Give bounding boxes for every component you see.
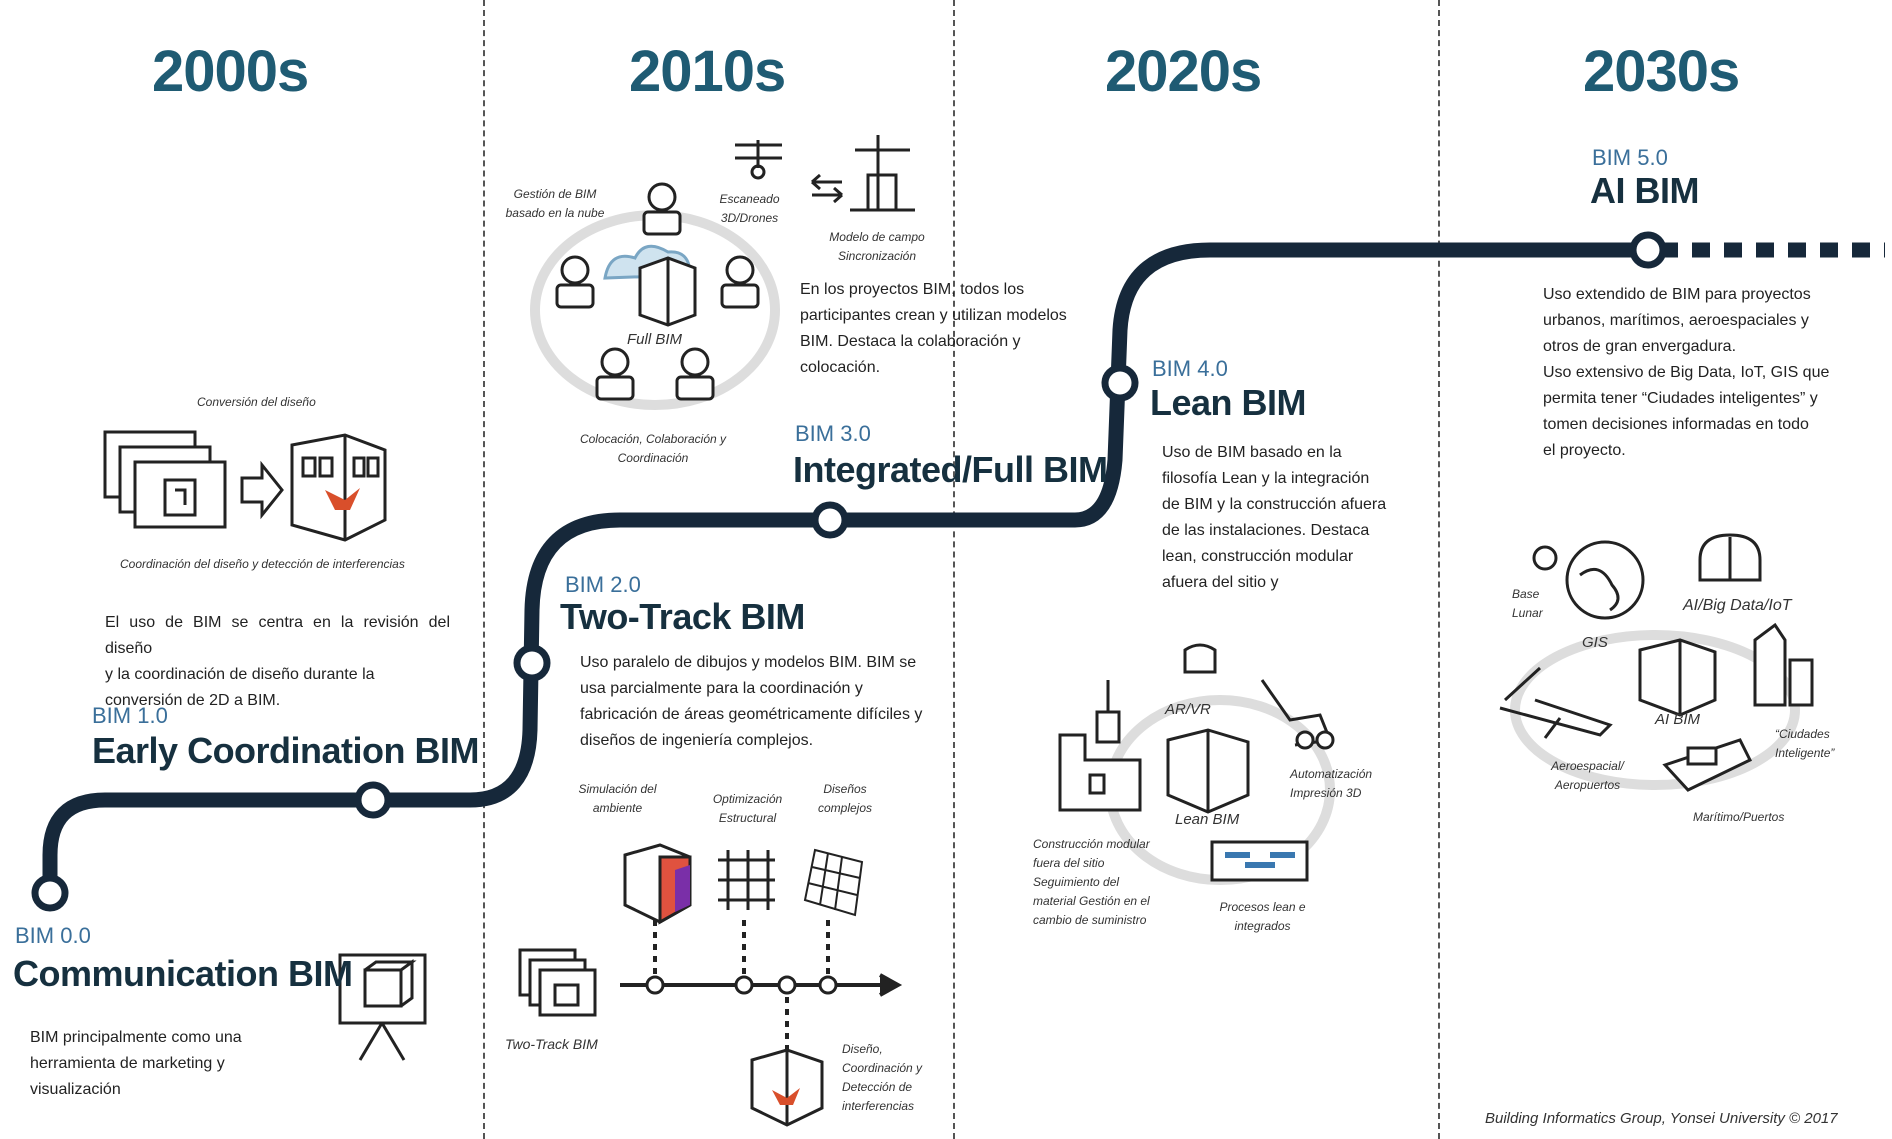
- detection-cube-icon: [750, 1048, 824, 1127]
- structure-frame-icon: [718, 850, 775, 910]
- caption-aerospace: Aeroespacial/ Aeropuertos: [1551, 759, 1624, 792]
- stage-version-4: BIM 4.0: [1152, 356, 1228, 381]
- node-bim-5: [1629, 231, 1667, 269]
- node-bim-3: [811, 501, 849, 539]
- stage-desc-3: En los proyectos BIM, todos los particip…: [800, 281, 1067, 376]
- decade-header-2000s: 2000s: [152, 39, 309, 104]
- decade-header-2030s: 2030s: [1583, 39, 1740, 104]
- stage-version-2: BIM 2.0: [565, 572, 641, 597]
- two-track-sheets-icon: [518, 948, 597, 1017]
- decade-divider-2: [953, 0, 955, 1139]
- ai-bim-cluster-icon: [1499, 533, 1814, 792]
- stage-version-0: BIM 0.0: [15, 923, 91, 948]
- decade-header-2010s: 2010s: [629, 39, 786, 104]
- stage-title-2: Two-Track BIM: [560, 596, 805, 637]
- two-track-nodes: [645, 975, 838, 995]
- caption-field-model: Modelo de campo Sincronización: [829, 230, 925, 263]
- caption-automation: Automatización Impresión 3D: [1290, 767, 1373, 800]
- caption-ai-bigdata: AI/Big Data/IoT: [1683, 597, 1792, 614]
- stage-desc-4: Uso de BIM basado en la filosofía Lean y…: [1162, 444, 1387, 591]
- stage-title-0: Communication BIM: [13, 953, 353, 994]
- caption-full-bim: Full BIM: [627, 331, 683, 348]
- caption-ai-bim: AI BIM: [1655, 711, 1701, 728]
- caption-env-simulation: Simulación del ambiente: [578, 782, 657, 815]
- stage-title-4: Lean BIM: [1150, 382, 1307, 423]
- timeline-path: [42, 242, 1648, 901]
- caption-ar-vr: AR/VR: [1165, 701, 1211, 718]
- caption-design-conversion: Conversión del diseño: [197, 395, 316, 409]
- modular-construction-icon: [1058, 680, 1142, 812]
- stage-desc-1: El uso de BIM se centra en la revisión d…: [105, 614, 450, 709]
- stage-title-1: Early Coordination BIM: [92, 730, 480, 771]
- presentation-board-icon: [338, 953, 427, 1061]
- caption-collaboration: Colocación, Colaboración y Coordinación: [579, 432, 727, 465]
- full-bim-cluster-icon: [530, 182, 780, 410]
- stage-title-3: Integrated/Full BIM: [793, 449, 1108, 490]
- stage-version-5: BIM 5.0: [1592, 145, 1668, 170]
- caption-structural-optimization: Optimización Estructural: [712, 792, 783, 825]
- stage-desc-5: Uso extendido de BIM para proyectos urba…: [1543, 286, 1830, 459]
- sync-arrows-icon: [811, 173, 843, 204]
- env-simulation-cube-icon: [623, 843, 692, 925]
- bim-cube-icon-1: [290, 433, 387, 542]
- stage-version-1: BIM 1.0: [92, 703, 168, 728]
- caption-two-track: Two-Track BIM: [505, 1036, 598, 1052]
- two-track-line-icon: [620, 920, 903, 1060]
- caption-moon-base: Base Lunar: [1512, 587, 1543, 620]
- caption-lean-bim: Lean BIM: [1175, 811, 1240, 828]
- node-bim-0: [31, 874, 69, 912]
- caption-3d-scan: Escaneado 3D/Drones: [719, 192, 780, 225]
- caption-design-detection: Diseño, Coordinación y Detección de inte…: [842, 1042, 923, 1113]
- footer-credit: Building Informatics Group, Yonsei Unive…: [1485, 1110, 1838, 1127]
- crane-building-icon: [850, 135, 915, 212]
- decade-divider-1: [483, 0, 485, 1139]
- caption-design-coordination: Coordinación del diseño y detección de i…: [120, 557, 405, 571]
- caption-gis: GIS: [1582, 634, 1608, 651]
- caption-smart-city: “Ciudades Inteligente”: [1775, 727, 1835, 760]
- caption-maritime: Marítimo/Puertos: [1693, 810, 1785, 824]
- stage-title-5: AI BIM: [1590, 170, 1700, 211]
- node-bim-2: [513, 644, 551, 682]
- timeline-nodes: [31, 231, 1667, 912]
- complex-mesh-icon: [803, 848, 864, 917]
- stage-desc-0: BIM principalmente como una herramienta …: [30, 1029, 242, 1098]
- convert-arrow-icon: [240, 460, 284, 520]
- caption-lean-process: Procesos lean e integrados: [1219, 900, 1306, 933]
- caption-modular: Construcción modular fuera del sitio Seg…: [1033, 837, 1150, 927]
- stage-version-3: BIM 3.0: [795, 421, 871, 446]
- caption-complex-designs: Diseños complejos: [817, 782, 873, 815]
- node-bim-1: [354, 781, 392, 819]
- lean-process-icon: [1210, 840, 1309, 882]
- node-bim-4: [1101, 364, 1139, 402]
- lean-bim-cluster-icon: [1105, 643, 1335, 885]
- drawing-sheets-icon: [103, 430, 227, 529]
- caption-cloud-bim: Gestión de BIM basado en la nube: [505, 187, 605, 220]
- decade-header-2020s: 2020s: [1105, 39, 1262, 104]
- drone-icon: [735, 140, 782, 180]
- decade-divider-3: [1438, 0, 1440, 1139]
- stage-desc-2: Uso paralelo de dibujos y modelos BIM. B…: [580, 654, 923, 749]
